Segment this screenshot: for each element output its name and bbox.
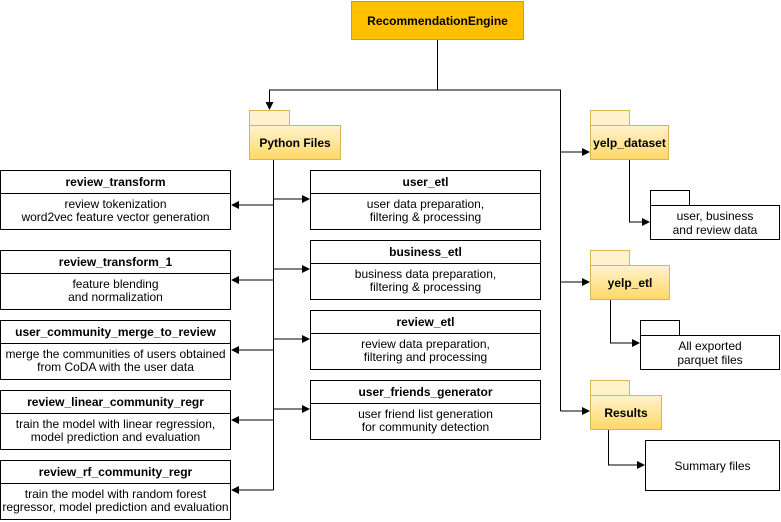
module-title: review_transform_1: [1, 251, 230, 274]
module-user-friends-generator: user_friends_generator user friend list …: [310, 380, 541, 440]
module-title: review_rf_community_regr: [1, 461, 230, 484]
edge-root-python: [265, 89, 438, 110]
results-label: Results: [590, 395, 662, 430]
folder-icon: [590, 250, 630, 265]
module-description: review tokenization word2vec feature vec…: [21, 197, 210, 224]
module-description: user data preparation, filtering & proce…: [366, 197, 485, 224]
yelp-etl-content: All exported parquet files: [640, 320, 780, 370]
python-files-folder: Python Files: [249, 110, 341, 160]
module-description: train the model with random forest regre…: [2, 487, 229, 514]
module-title: user_community_merge_to_review: [1, 321, 230, 344]
module-review-transform: review_transform review tokenization wor…: [0, 170, 231, 230]
module-title: review_etl: [311, 311, 540, 334]
yelp-etl-label: yelp_etl: [590, 265, 670, 300]
module-user-etl: user_etl user data preparation, filterin…: [310, 170, 541, 230]
module-title: review_transform: [1, 171, 230, 194]
yelp-etl-folder: yelp_etl: [590, 250, 670, 300]
module-description: merge the communities of users obtained …: [5, 347, 226, 374]
yelp-dataset-label: yelp_dataset: [590, 125, 669, 160]
module-description: user friend list generation for communit…: [358, 407, 493, 434]
module-business-etl: business_etl business data preparation, …: [310, 240, 541, 300]
module-review-transform-1: review_transform_1 feature blending and …: [0, 250, 231, 310]
recommendation-engine-node: RecommendationEngine: [351, 1, 524, 40]
module-description: business data preparation, filtering & p…: [354, 267, 497, 294]
module-review-rf-community-regr: review_rf_community_regr train the model…: [0, 460, 231, 520]
edge-results-content: [608, 430, 645, 469]
results-content: Summary files: [645, 440, 780, 491]
module-title: user_etl: [311, 171, 540, 194]
folder-icon: [650, 190, 690, 205]
module-description: feature blending and normalization: [68, 277, 163, 304]
folder-icon: [590, 380, 630, 395]
module-description: review data preparation, filtering and p…: [361, 337, 490, 364]
folder-icon: [640, 320, 680, 335]
yelp-etl-content-label: All exported parquet files: [640, 335, 780, 370]
edge-yelp-dataset-content: [629, 160, 650, 226]
module-review-linear-community-regr: review_linear_community_regr train the m…: [0, 390, 231, 450]
module-title: review_linear_community_regr: [1, 391, 230, 414]
results-folder: Results: [590, 380, 662, 430]
module-review-etl: review_etl review data preparation, filt…: [310, 310, 541, 370]
folder-icon: [590, 110, 630, 125]
module-title: user_friends_generator: [311, 381, 540, 404]
yelp-dataset-folder: yelp_dataset: [590, 110, 669, 160]
yelp-dataset-content-label: user, business and review data: [650, 205, 780, 240]
edge-root-right: [437, 89, 561, 411]
folder-icon: [249, 110, 290, 125]
edge-yelp-etl-content: [610, 300, 640, 347]
module-user-community-merge-to-review: user_community_merge_to_review merge the…: [0, 320, 231, 380]
module-description: train the model with linear regression, …: [15, 417, 216, 444]
module-title: business_etl: [311, 241, 540, 264]
yelp-dataset-content: user, business and review data: [650, 190, 780, 240]
python-files-label: Python Files: [249, 125, 341, 160]
